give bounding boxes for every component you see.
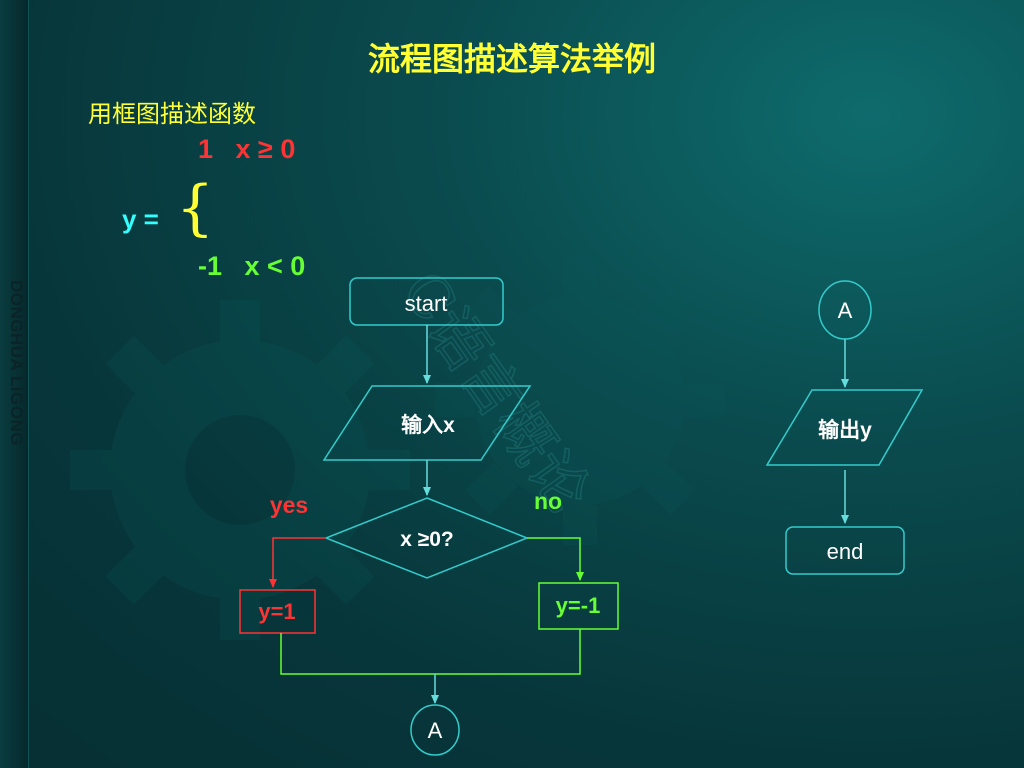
no-box-label: y=-1 bbox=[556, 593, 601, 618]
sidebar-strip: DONGHUA LIGONG bbox=[0, 0, 29, 768]
input-node: 输入x bbox=[322, 385, 532, 461]
output-node: 输出y bbox=[765, 389, 924, 466]
merge-line-yes bbox=[280, 633, 435, 675]
arrow-no-branch bbox=[527, 537, 584, 581]
decision-node: x ≥0? bbox=[323, 497, 530, 579]
end-label: end bbox=[827, 539, 864, 564]
page-title: 流程图描述算法举例 bbox=[367, 40, 656, 78]
start-node: start bbox=[349, 277, 504, 326]
brace-symbol: { bbox=[176, 173, 215, 243]
formula-case2: -1 x < 0 bbox=[198, 251, 306, 281]
connector-top-label: A bbox=[838, 298, 853, 323]
connector-top: A bbox=[818, 280, 872, 340]
output-label: 输出y bbox=[818, 418, 872, 442]
formula-lhs: y = bbox=[122, 204, 159, 234]
sidebar-vertical-text: DONGHUA LIGONG bbox=[7, 280, 26, 446]
no-label: no bbox=[534, 488, 562, 514]
decision-label: x ≥0? bbox=[400, 528, 454, 551]
yes-box-label: y=1 bbox=[258, 599, 295, 624]
yes-label: yes bbox=[270, 492, 308, 518]
connector-bottom-label: A bbox=[428, 718, 443, 743]
formula-case1: 1 x ≥ 0 bbox=[198, 134, 296, 164]
subtitle: 用框图描述函数 bbox=[88, 100, 256, 128]
merge-line-no bbox=[435, 629, 581, 675]
end-node: end bbox=[785, 526, 905, 575]
yes-box: y=1 bbox=[239, 589, 316, 634]
connector-bottom: A bbox=[410, 704, 460, 756]
input-label: 输入x bbox=[401, 413, 455, 437]
start-label: start bbox=[405, 291, 448, 316]
no-box: y=-1 bbox=[538, 582, 619, 630]
arrow-yes-branch bbox=[269, 537, 326, 588]
